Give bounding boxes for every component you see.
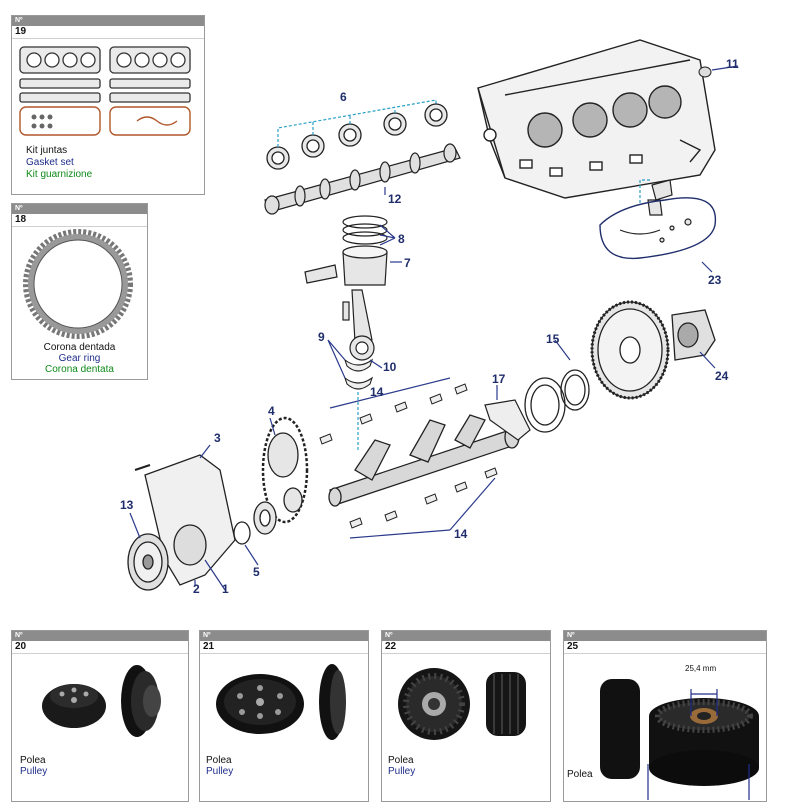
label-english: Pulley: [206, 766, 234, 777]
engine-block: [477, 39, 716, 199]
flywheel: [590, 300, 670, 400]
flex-hub: [671, 309, 716, 361]
harmonic-damper: [127, 533, 169, 591]
callout-15: 15: [546, 332, 560, 346]
part-card-21[interactable]: Nº 21 Polea Pulley: [199, 630, 369, 802]
cam-bearings: [266, 103, 448, 170]
card-header: Nº: [12, 204, 147, 214]
rear-seal-retainer: [484, 399, 531, 441]
pulley-22-image: [398, 668, 526, 740]
callout-3: 3: [214, 431, 221, 445]
callout-14-top: 14: [370, 385, 384, 399]
callout-6: 6: [340, 90, 347, 104]
callout-14-bottom: 14: [454, 527, 468, 541]
dimension-label: 25,4 mm: [685, 664, 717, 673]
part-card-25[interactable]: Nº 25 25,4 mm Polea: [563, 630, 767, 802]
label-spanish: Polea: [206, 755, 232, 766]
part-card-19[interactable]: Nº 19 Kit juntas Gasket set Kit guarnizi…: [11, 15, 205, 195]
callout-24: 24: [715, 369, 729, 383]
callout-11: 11: [726, 57, 739, 71]
card-header: Nº: [12, 631, 188, 641]
pulley-21-image: [216, 664, 346, 740]
card-number: 25: [564, 641, 766, 654]
label-spanish: Polea: [567, 769, 593, 780]
callout-1: 1: [222, 582, 229, 596]
oil-slinger: [233, 521, 251, 545]
plug-11: [698, 66, 712, 78]
card-number: 20: [12, 641, 188, 654]
label-english: Gear ring: [58, 353, 101, 364]
part-card-20[interactable]: Nº 20 Polea Pulley: [11, 630, 189, 802]
rear-main-seal: [524, 369, 590, 433]
engine-exploded-diagram: [127, 39, 739, 591]
pulley-20-image: [42, 665, 161, 737]
label-spanish: Polea: [388, 755, 414, 766]
label-english: Pulley: [20, 766, 48, 777]
gasket-set-image: [19, 46, 191, 136]
label-spanish: Polea: [20, 755, 46, 766]
card-number: 19: [12, 26, 204, 39]
main-bearings: [319, 383, 498, 529]
callout-5: 5: [253, 565, 260, 579]
piston-rings: [342, 215, 388, 245]
label-spanish: Kit juntas: [26, 145, 68, 156]
callout-23: 23: [708, 273, 722, 287]
callout-12: 12: [388, 192, 402, 206]
callout-4: 4: [268, 404, 275, 418]
label-english: Pulley: [388, 766, 416, 777]
oil-pickup: [619, 179, 692, 243]
card-number: 18: [12, 214, 147, 227]
card-header: Nº: [200, 631, 368, 641]
part-card-18[interactable]: Nº 18 Corona dentada Gear ring Corona de…: [11, 203, 148, 380]
camshaft: [264, 143, 461, 215]
callout-17: 17: [492, 372, 506, 386]
card-number: 21: [200, 641, 368, 654]
callout-9: 9: [318, 330, 325, 344]
pulley-25-image: [600, 679, 759, 800]
crank-gear: [253, 501, 277, 535]
rod-bearings: [343, 358, 374, 390]
callout-2: 2: [193, 582, 200, 596]
callout-10: 10: [383, 360, 397, 374]
label-italian: Kit guarnizione: [26, 169, 93, 180]
card-header: Nº: [12, 16, 204, 26]
card-header: Nº: [564, 631, 766, 641]
label-italian: Corona dentata: [45, 364, 114, 375]
timing-chain: [261, 416, 309, 524]
card-header: Nº: [382, 631, 550, 641]
connecting-rod: [342, 289, 375, 361]
callout-8: 8: [398, 232, 405, 246]
label-english: Gasket set: [26, 157, 74, 168]
callout-13: 13: [120, 498, 134, 512]
label-spanish: Corona dentada: [43, 342, 116, 353]
part-card-22[interactable]: Nº 22 Polea Pulley: [381, 630, 551, 802]
gear-ring-image: [23, 229, 133, 339]
leader-lines: [129, 187, 716, 591]
card-number: 22: [382, 641, 550, 654]
piston: [304, 245, 388, 286]
callout-7: 7: [404, 256, 411, 270]
